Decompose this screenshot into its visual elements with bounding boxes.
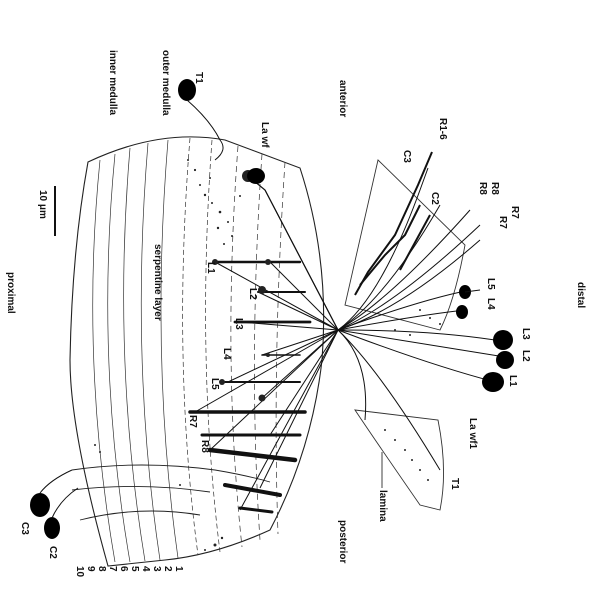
l4-soma [456, 305, 468, 319]
label-l2-lamina: L2 [520, 350, 531, 362]
medulla-outline [70, 137, 324, 566]
layer-number-6: 6 [118, 566, 129, 572]
l2-soma [496, 351, 514, 369]
label-anterior: anterior [337, 80, 348, 117]
label-scale-bar: 10 μm [37, 190, 48, 219]
label-outer-medulla: outer medulla [160, 50, 171, 116]
label-r8-mid: R8 [477, 182, 488, 195]
layer-number-7: 7 [107, 566, 118, 572]
medulla-terminals [190, 176, 338, 512]
label-distal: distal [575, 282, 586, 308]
label-serpentine-layer: serpentine layer [152, 244, 163, 321]
layer-number-9: 9 [85, 566, 96, 572]
label-t1-medulla: T1 [193, 72, 204, 84]
label-lawf-medulla: La wf [259, 122, 270, 148]
layer-number-5: 5 [129, 566, 140, 572]
label-r7-mid: R7 [497, 216, 508, 229]
label-r7-top: R7 [509, 206, 520, 219]
layer-number-1: 1 [173, 566, 184, 572]
l3-soma [493, 330, 513, 350]
label-c3-medulla: C3 [19, 522, 30, 535]
layer-number-10: 10 [74, 566, 85, 578]
label-inner-medulla: inner medulla [107, 50, 118, 115]
label-posterior: posterior [337, 520, 348, 563]
label-l2-medulla: L2 [247, 288, 258, 300]
label-l3-medulla: L3 [233, 318, 244, 330]
label-c2-medulla: C2 [47, 546, 58, 559]
chiasm-fibres [195, 168, 505, 510]
label-l1-lamina: L1 [507, 375, 518, 387]
label-l4-medulla: L4 [221, 348, 232, 360]
layer-number-3: 3 [151, 566, 162, 572]
label-lawf1-lamina: La wf1 [467, 418, 478, 450]
label-l3-lamina: L3 [520, 328, 531, 340]
layer-number-2: 2 [162, 566, 173, 572]
photoreceptor-axons [355, 152, 432, 295]
label-proximal: proximal [5, 272, 16, 314]
label-c2-lamina: C2 [429, 192, 440, 205]
label-r7-medulla: R7 [187, 415, 198, 428]
label-lamina: lamina [377, 490, 388, 522]
label-l4-lamina: L4 [485, 298, 496, 310]
label-r1-6: R1-6 [437, 118, 448, 140]
label-r8-top: R8 [489, 182, 500, 195]
layer-number-8: 8 [96, 566, 107, 572]
label-l5-lamina: L5 [485, 278, 496, 290]
layer-number-4: 4 [140, 566, 151, 572]
c3-soma [30, 493, 50, 517]
lawf-soma [247, 168, 265, 184]
label-c3-lamina: C3 [401, 150, 412, 163]
label-l5-medulla: L5 [209, 378, 220, 390]
c2-soma [44, 517, 60, 539]
l1-soma [482, 372, 504, 392]
cell-bodies [30, 79, 514, 539]
medulla-layer-lines [93, 138, 285, 562]
label-r8-medulla: R8 [199, 440, 210, 453]
label-l1-medulla: L1 [205, 262, 216, 274]
tangential-fibres [72, 465, 270, 520]
label-t1-lamina: T1 [449, 478, 460, 490]
